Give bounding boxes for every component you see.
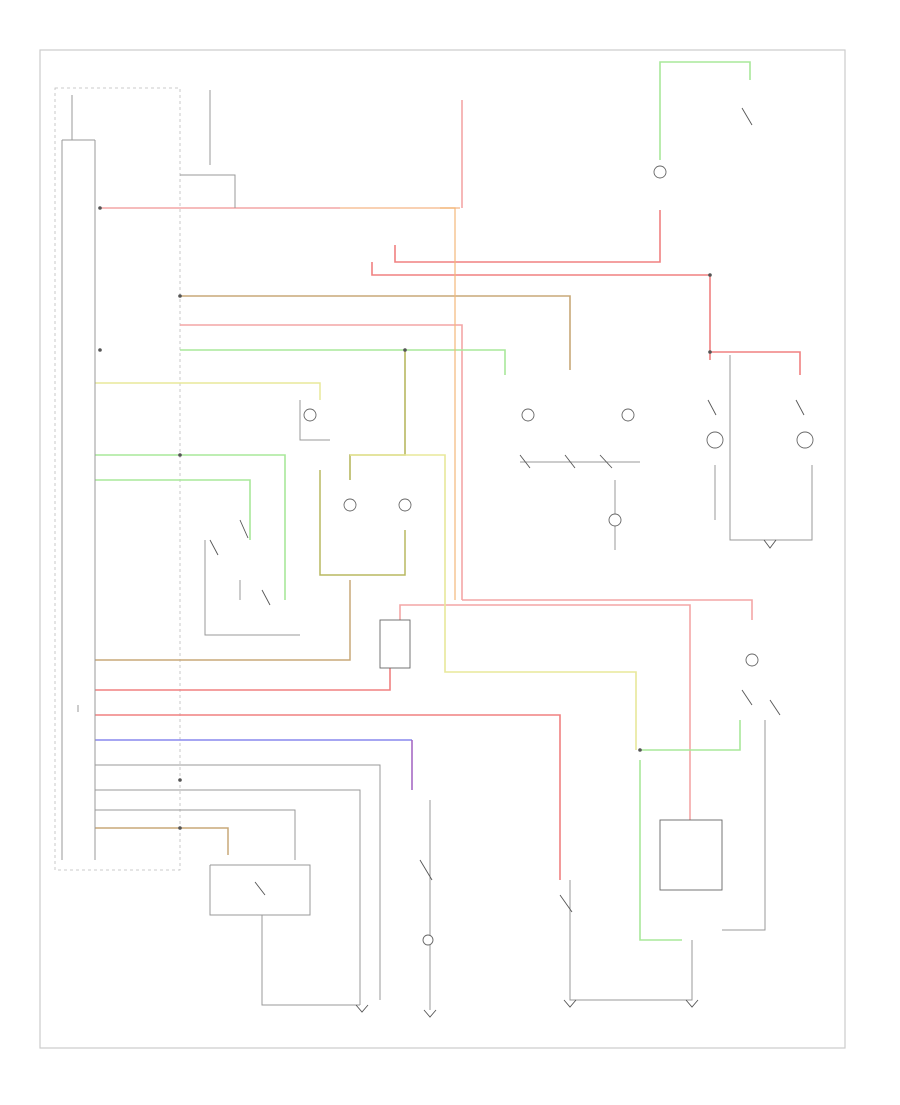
gray-wire-bottom-ground <box>569 880 693 1001</box>
junction-dot <box>98 206 102 210</box>
bulb-combination <box>303 408 317 422</box>
red-wire-relay-loop <box>371 262 710 276</box>
bulb-brake <box>422 934 434 946</box>
junction-dot <box>708 350 712 354</box>
tan-wire-lower <box>95 580 351 661</box>
orange-wire <box>440 207 456 600</box>
gray-wire-right-ground <box>722 720 766 931</box>
switch-contact-door <box>559 894 573 913</box>
switch-contact-left3 <box>261 589 271 606</box>
gray-wire-switch-box <box>209 864 311 916</box>
gray-wire-ground1 <box>95 764 381 1000</box>
bulb-rear-right <box>745 653 759 667</box>
component-symbols <box>303 165 814 946</box>
tan-wire-bottom <box>95 827 229 855</box>
junction-dot <box>638 748 642 752</box>
switch-contact-center1 <box>519 454 531 469</box>
junction-dot <box>178 453 182 457</box>
switch-contact-left2 <box>239 519 249 539</box>
switch-contact-center2 <box>564 454 576 469</box>
green-wire-right <box>639 760 682 941</box>
ground-symbol-5 <box>763 539 777 549</box>
red-wire-mid-branch <box>462 599 753 620</box>
green-wire-right2 <box>640 720 741 751</box>
red-wire-relay-right <box>399 604 691 820</box>
switch-contact-headlight-right <box>795 399 805 416</box>
switch-contact-right-lower2 <box>769 699 781 716</box>
gray-wire-left-switch <box>204 540 300 636</box>
green-wire-relay <box>350 454 637 750</box>
green-wire-switch2 <box>95 479 251 540</box>
ground-symbol-1 <box>355 1004 369 1013</box>
switch-contact-right-lower <box>741 689 753 706</box>
ground-symbol-4 <box>685 999 699 1008</box>
green-wires <box>95 61 751 941</box>
gray-wire-ground3 <box>95 809 296 860</box>
switch-contact-left1 <box>209 539 219 556</box>
green-wire-switch <box>95 454 286 600</box>
bulb-center-right <box>621 408 635 422</box>
ground-symbol-2 <box>423 1009 437 1018</box>
bulb-top-right <box>653 165 667 179</box>
switch-contacts <box>209 107 805 913</box>
junction-dot <box>708 273 712 277</box>
ground-symbols <box>355 539 777 1018</box>
bulb-left-2 <box>398 498 412 512</box>
gray-wire-ground2 <box>95 789 361 1005</box>
red-wire-lower-feed <box>95 714 561 880</box>
junction-dot <box>403 348 407 352</box>
relay-box <box>379 619 411 669</box>
junction-dot <box>178 826 182 830</box>
junction-dot <box>178 294 182 298</box>
gray-wire-box-ground <box>261 915 360 1006</box>
bulb-left-headlight <box>796 431 814 449</box>
switch-contact-top-right <box>741 107 753 126</box>
fuse-box-outline <box>54 87 181 871</box>
green-wire-upper-right <box>180 295 571 370</box>
bulb-left-1 <box>343 498 357 512</box>
junction-dot <box>178 778 182 782</box>
gray-wire-dimmer <box>180 174 236 208</box>
olive-wire-box <box>319 470 406 576</box>
gray-wires <box>61 90 813 1010</box>
red-wires <box>95 100 801 880</box>
switch-contact-headlight-left <box>707 399 717 416</box>
junction-dot <box>98 348 102 352</box>
ground-symbol-3 <box>563 999 577 1008</box>
red-wire-right-loop <box>394 210 661 263</box>
junction-dots <box>98 206 712 830</box>
green-wire-top-right <box>659 61 751 160</box>
bulb-right-headlight <box>706 431 724 449</box>
switch-contact-brake <box>419 859 433 881</box>
gray-wire-headlight-ground <box>729 355 813 541</box>
bulb-center-ground <box>608 513 622 527</box>
green-wire-olive <box>349 350 406 480</box>
yellow-wire <box>95 382 321 400</box>
red-wire-lower-bus <box>95 640 391 691</box>
red-wire-headlight-bus <box>710 351 801 375</box>
diagram-border <box>39 49 846 1049</box>
red-wire-mid-feed <box>180 324 463 600</box>
rear-relay-box <box>659 819 723 891</box>
switch-contact-center3 <box>599 454 613 469</box>
green-wire-mid <box>180 349 506 375</box>
bulb-center-left <box>521 408 535 422</box>
other-wires <box>95 207 456 855</box>
switch-contact-box <box>254 881 266 896</box>
gray-wire-combination <box>299 400 330 441</box>
